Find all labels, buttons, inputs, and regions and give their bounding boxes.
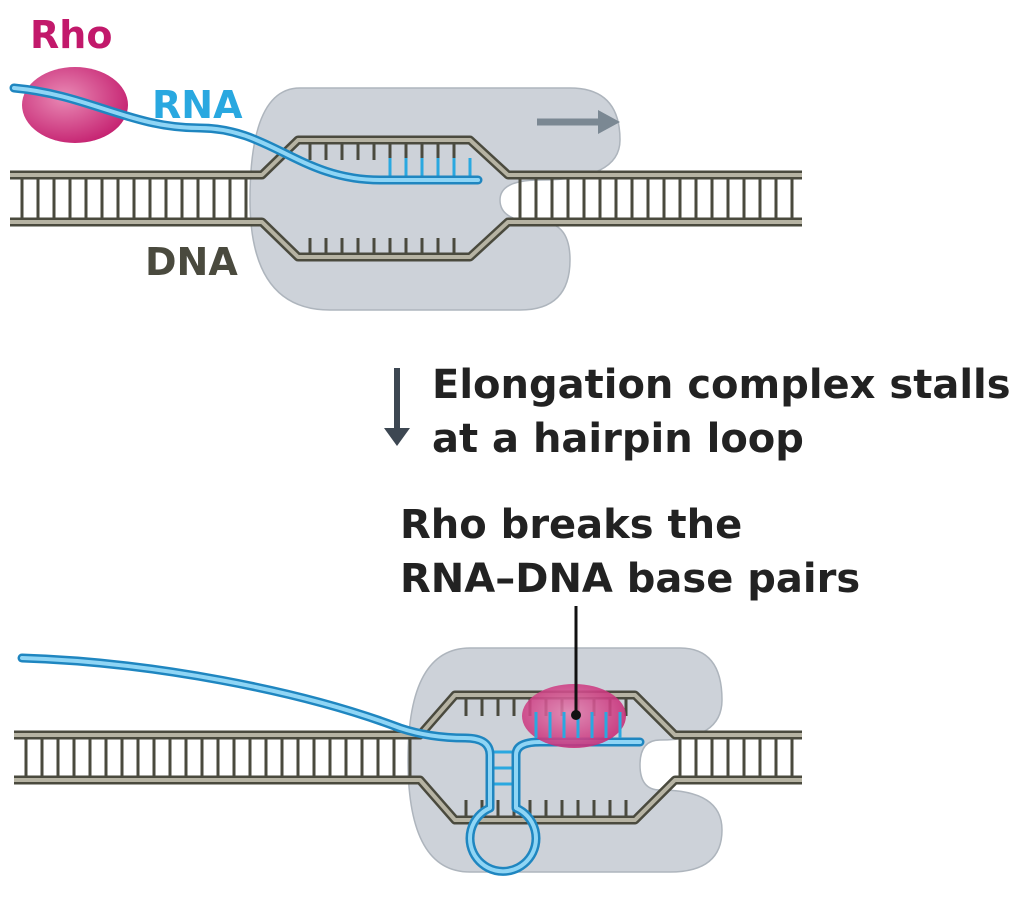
down-arrow-icon [384, 368, 410, 446]
callout-dot [571, 710, 581, 720]
dna-top [10, 135, 802, 262]
process-step: Elongation complex stalls at a hairpin l… [384, 362, 1011, 462]
rna-dna-hybrid-top [388, 158, 472, 176]
dna-strand-upper-hl [10, 138, 802, 177]
dna-base-pairs [20, 179, 794, 218]
top-panel: Rho RNA DNA [9, 13, 802, 311]
dna-base-pairs [24, 739, 794, 776]
bottom-panel: Rho breaks the RNA–DNA base pairs [14, 502, 860, 876]
step-caption-line1: Elongation complex stalls [432, 362, 1011, 408]
rho-protein-top [22, 67, 128, 143]
rna-polymerase-bottom [407, 647, 723, 873]
action-caption-line1: Rho breaks the [400, 502, 742, 548]
dna-strand-lower-hl [14, 778, 802, 822]
rho-label: Rho [30, 13, 112, 57]
right-arrow-icon [537, 110, 620, 134]
rna-label: RNA [152, 83, 243, 127]
dna-strand-lower-hl [10, 220, 802, 259]
rna-dna-hybrid-bottom [534, 712, 622, 738]
step-caption-line2: at a hairpin loop [432, 416, 804, 462]
rna-strand-bottom-hl [20, 656, 642, 874]
rna-strand-top-hl [12, 86, 480, 182]
action-caption-line2: RNA–DNA base pairs [400, 556, 860, 602]
dna-bottom [14, 690, 802, 825]
dna-bubble-bases [308, 144, 456, 253]
dna-label: DNA [145, 240, 238, 284]
